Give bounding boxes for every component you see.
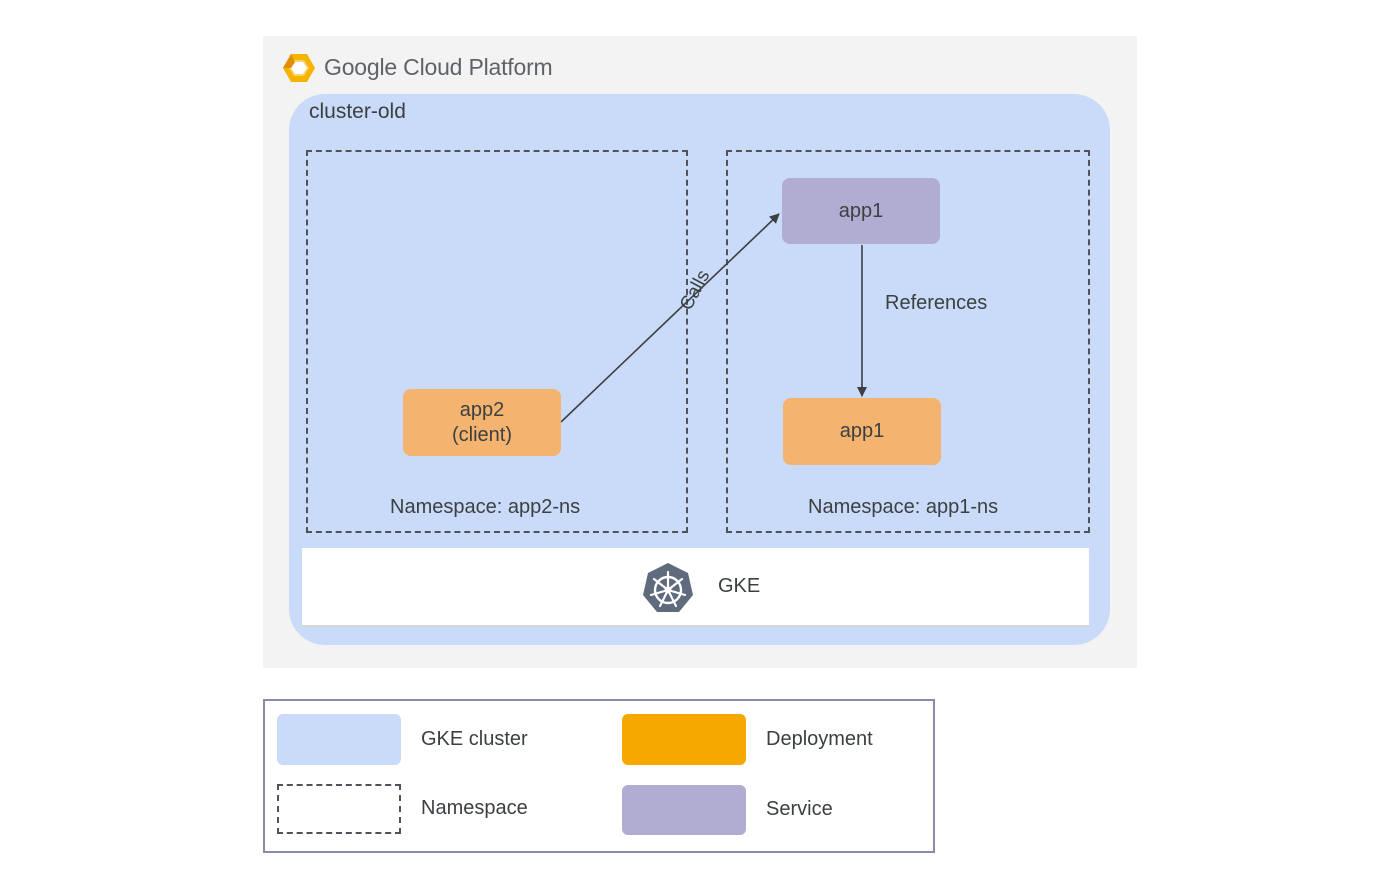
app1-service: app1 — [782, 178, 940, 244]
gcp-title-google: Google — [324, 54, 397, 80]
references-label: References — [885, 292, 988, 314]
kubernetes-wheel-icon — [643, 563, 693, 612]
legend-label-namespace: Namespace — [421, 797, 528, 819]
app1-deployment: app1 — [783, 398, 941, 465]
namespace-app2-label: Namespace: app2-ns — [390, 496, 581, 518]
legend-label-deployment: Deployment — [766, 728, 873, 750]
gcp-title: Google Cloud Platform — [324, 54, 553, 81]
app2-client-deployment: app2 (client) — [403, 389, 561, 456]
namespace-app2-ns — [306, 150, 688, 533]
legend-label-gke-cluster: GKE cluster — [421, 728, 528, 750]
legend-swatch-service — [622, 785, 746, 835]
gke-label: GKE — [718, 575, 761, 597]
legend-label-service: Service — [766, 798, 833, 820]
gke-platform-bar — [302, 548, 1089, 627]
legend-swatch-deployment — [622, 714, 746, 765]
gcp-title-rest: Cloud Platform — [403, 54, 553, 80]
namespace-app1-label: Namespace: app1-ns — [808, 496, 999, 518]
legend-swatch-gke-cluster — [277, 714, 401, 765]
gcp-hexagon-icon — [283, 54, 315, 82]
cluster-label: cluster-old — [309, 100, 406, 123]
legend-swatch-namespace — [277, 784, 401, 834]
app2-deployment-name: app2 — [459, 398, 505, 421]
app2-deployment-role: (client) — [451, 423, 512, 446]
